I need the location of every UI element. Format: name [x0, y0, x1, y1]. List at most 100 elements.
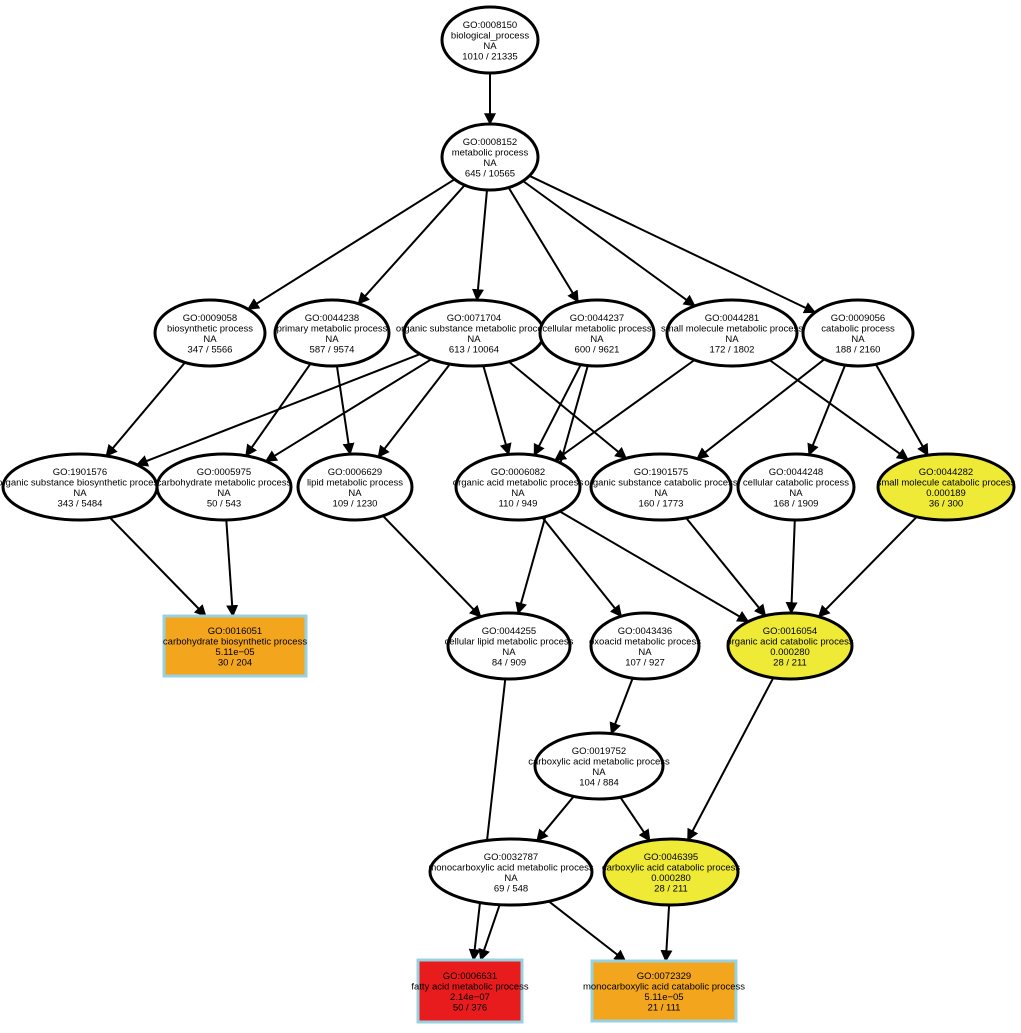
- node-counts: 104 / 884: [579, 777, 619, 788]
- node-ellipse: [428, 837, 594, 907]
- edges-layer: [105, 73, 929, 963]
- node-ellipse: [876, 452, 1016, 522]
- node-label: carbohydrate metabolic process: [157, 477, 292, 488]
- node-ellipse: [454, 452, 582, 522]
- node-label: organic acid metabolic process: [453, 477, 584, 488]
- node-go-id: GO:1901576: [53, 467, 107, 478]
- node-go-id: GO:0043436: [618, 626, 672, 637]
- edge-go0071704-to-go0006082: [482, 365, 512, 456]
- node-pvalue: NA: [504, 873, 518, 884]
- edge-go0006082-to-go0016054: [559, 510, 750, 623]
- node-box: [590, 959, 738, 1023]
- node-label: organic substance biosynthetic process: [0, 477, 163, 488]
- node-ellipse: [155, 452, 293, 522]
- edge-go0008152-to-go0044237: [507, 186, 579, 303]
- node-go-id: GO:0044238: [305, 313, 359, 324]
- node-label: monocarboxylic acid catabolic process: [583, 981, 745, 992]
- node-go-id: GO:0005975: [197, 467, 251, 478]
- edge-go0008152-to-go0071704: [472, 189, 488, 302]
- node-label: primary metabolic process: [277, 323, 388, 334]
- node-label: biological_process: [451, 30, 529, 41]
- node-label: carbohydrate biosynthetic process: [163, 636, 307, 647]
- edge-go1901575-to-go0016054: [685, 517, 767, 617]
- node-pvalue: NA: [325, 334, 339, 345]
- node-counts: 84 / 909: [492, 657, 526, 668]
- node-go-id: GO:0044255: [482, 626, 536, 637]
- edge-go0008152-to-go0044281: [522, 180, 696, 307]
- edge-go0044238-to-go0006629: [335, 365, 355, 456]
- node-pvalue: 0.000280: [651, 873, 691, 884]
- node-label: small molecule catabolic process: [877, 477, 1016, 488]
- node-label: cellular catabolic process: [743, 477, 849, 488]
- edge-go0005975-to-go0016051: [225, 519, 239, 618]
- node-ellipse: [726, 611, 854, 681]
- node-ellipse: [440, 5, 540, 75]
- edge-go0016054-to-go0046395: [686, 677, 775, 842]
- node-go-id: GO:0044237: [570, 313, 624, 324]
- edge-go0071704-to-go0006629: [377, 363, 451, 458]
- node-counts: 188 / 2160: [836, 344, 881, 355]
- node-counts: 347 / 5566: [188, 344, 233, 355]
- node-counts: 50 / 543: [207, 498, 241, 509]
- node-pvalue: NA: [592, 767, 606, 778]
- edge-go0006082-to-go0043436: [541, 516, 623, 618]
- node-counts: 107 / 927: [625, 657, 665, 668]
- edge-go0044282-to-go0016054: [817, 516, 918, 618]
- node-go-id: GO:0044281: [705, 313, 759, 324]
- node-go-id: GO:1901575: [634, 467, 688, 478]
- node-counts: 168 / 1909: [774, 498, 819, 509]
- edge-go0044281-to-go0006082: [553, 359, 696, 462]
- edge-go0071704-to-go1901575: [508, 360, 628, 460]
- node-ellipse: [296, 452, 414, 522]
- node-go-id: GO:0032787: [484, 852, 538, 863]
- node-counts: 21 / 111: [648, 1002, 681, 1013]
- node-go-id: GO:0019752: [572, 746, 626, 757]
- node-go-id: GO:0008152: [463, 137, 517, 148]
- node-counts: 1010 / 21335: [462, 51, 517, 62]
- edge-go0046395-to-go0072329: [660, 904, 673, 963]
- node-counts: 28 / 211: [654, 883, 688, 894]
- node-label: organic substance catabolic process: [584, 477, 737, 488]
- node-counts: 645 / 10565: [465, 168, 515, 179]
- edge-go0008152-to-go0009058: [246, 178, 456, 310]
- node-pvalue: NA: [654, 488, 668, 499]
- node-counts: 28 / 211: [773, 657, 807, 668]
- edge-go0044248-to-go0016054: [785, 519, 798, 615]
- node-counts: 613 / 10064: [449, 344, 499, 355]
- node-go-id: GO:0044248: [769, 467, 823, 478]
- node-label: cellular lipid metabolic process: [445, 636, 574, 647]
- node-pvalue: NA: [73, 488, 87, 499]
- node-label: carboxylic acid metabolic process: [528, 756, 670, 767]
- node-label: organic acid catabolic process: [726, 636, 854, 647]
- node-ellipse: [589, 611, 701, 681]
- edge-go0044281-to-go0044282: [768, 359, 909, 461]
- node-go-id: GO:0016051: [208, 626, 262, 637]
- node-label: carboxylic acid catabolic process: [602, 862, 741, 873]
- node-counts: 110 / 949: [499, 498, 538, 509]
- node-pvalue: NA: [217, 488, 231, 499]
- node-label: organic substance metabolic process: [396, 323, 553, 334]
- node-ellipse: [273, 298, 391, 368]
- node-box: [416, 958, 524, 1024]
- node-go-id: GO:0006082: [491, 467, 545, 478]
- node-ellipse: [801, 298, 915, 368]
- node-go-id: GO:0071704: [447, 313, 501, 324]
- node-go-id: GO:0006629: [328, 467, 382, 478]
- node-ellipse: [440, 122, 540, 192]
- node-counts: 343 / 5484: [58, 498, 103, 509]
- edge-go0032787-to-go0072329: [547, 900, 627, 962]
